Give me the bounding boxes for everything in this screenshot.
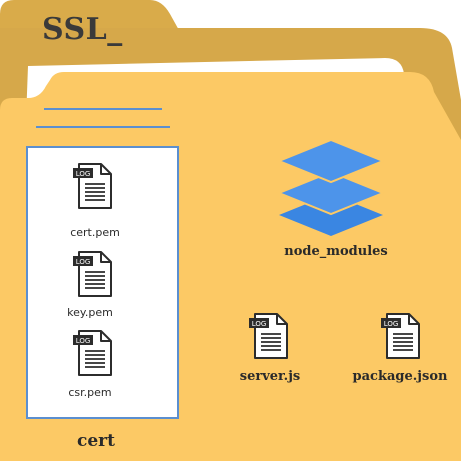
document-icon: LOG — [73, 330, 112, 376]
file-label: cert.pem — [70, 226, 120, 239]
cert-folder-label: cert — [77, 431, 115, 451]
file-cert-pem[interactable]: LOG — [71, 162, 115, 210]
file-label: package.json — [352, 369, 448, 384]
document-icon: LOG — [381, 313, 420, 359]
file-badge: LOG — [384, 320, 399, 328]
document-icon: LOG — [249, 313, 288, 359]
file-label: key.pem — [67, 306, 113, 319]
folder-title: SSL_ — [42, 12, 123, 47]
file-key-pem[interactable]: LOG — [71, 250, 115, 298]
node-modules-label: node_modules — [284, 244, 388, 259]
file-badge: LOG — [76, 337, 91, 345]
file-badge: LOG — [76, 258, 91, 266]
file-csr-pem[interactable]: LOG — [71, 329, 115, 377]
layers-icon[interactable] — [276, 138, 386, 236]
file-badge: LOG — [252, 320, 267, 328]
file-package-json[interactable]: LOG — [379, 312, 423, 360]
file-badge: LOG — [76, 170, 91, 178]
document-icon: LOG — [73, 163, 112, 209]
file-label: csr.pem — [68, 386, 112, 399]
file-server-js[interactable]: LOG — [247, 312, 291, 360]
file-label: server.js — [239, 369, 301, 384]
document-icon: LOG — [73, 251, 112, 297]
folder-tab — [0, 0, 180, 32]
